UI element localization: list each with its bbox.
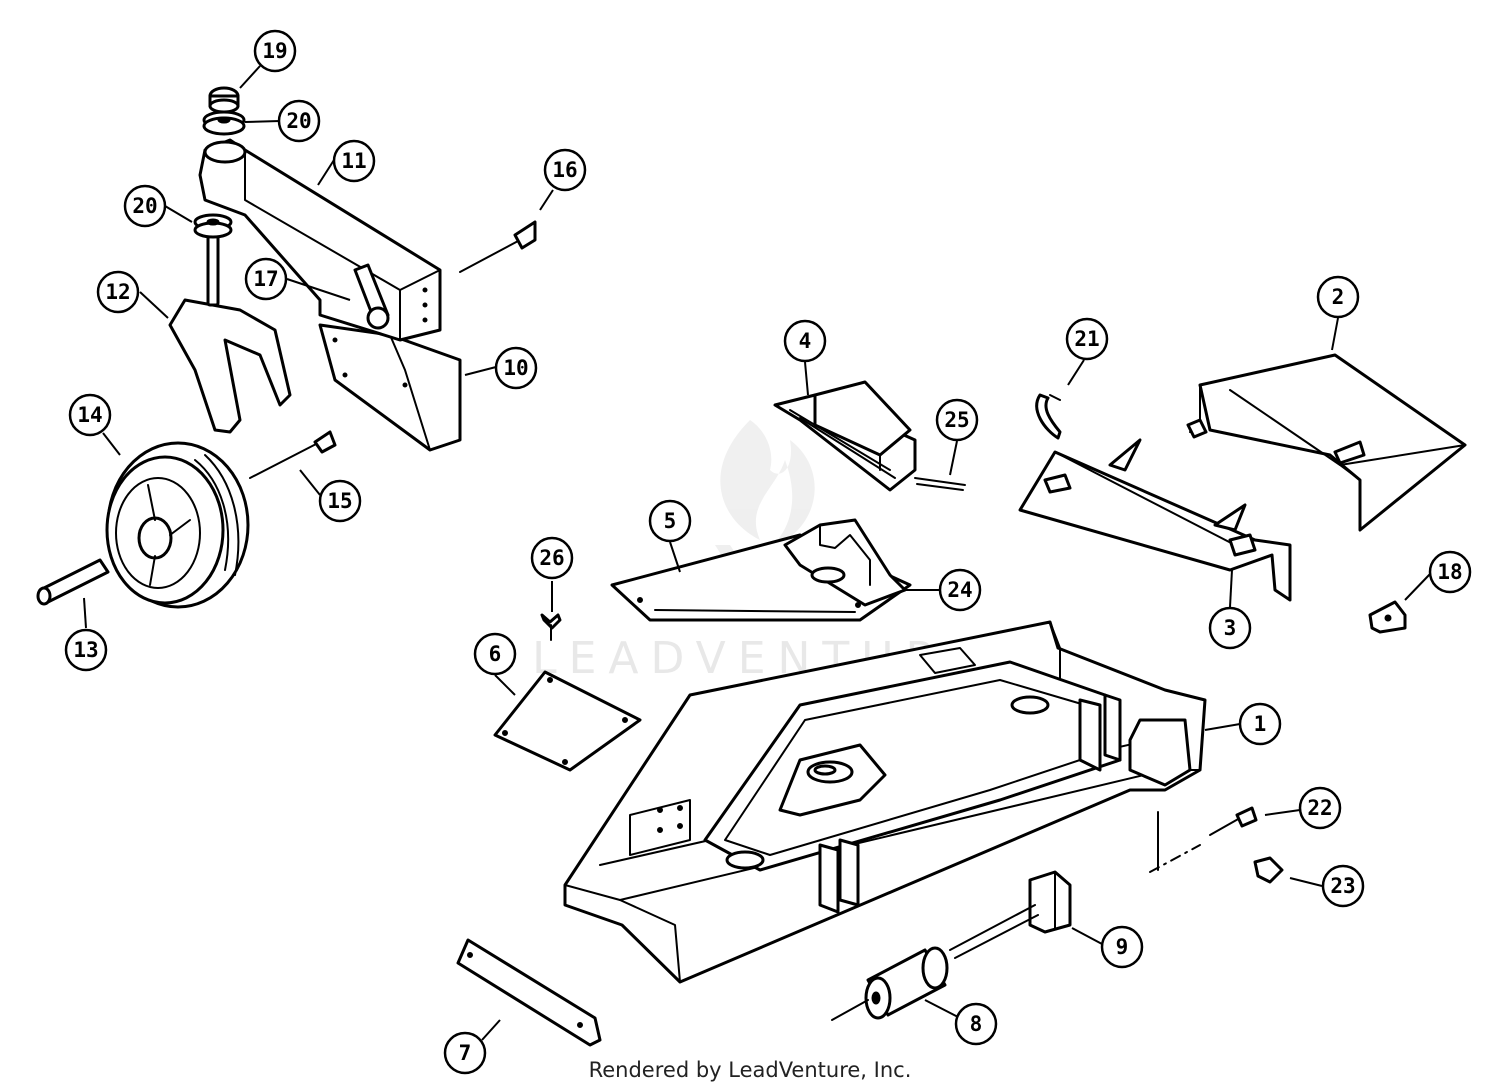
callout-24: 24 [938, 568, 982, 612]
part-11-caster-arm [198, 138, 442, 342]
svg-text:8: 8 [970, 1012, 983, 1036]
part-15-axle-bolt [249, 430, 337, 479]
callout-26: 26 [530, 536, 574, 580]
part-12-caster-yoke [168, 233, 292, 434]
svg-text:17: 17 [253, 267, 278, 291]
callout-5: 5 [648, 499, 692, 543]
svg-text:20: 20 [286, 109, 311, 133]
callout-23: 23 [1321, 864, 1365, 908]
callout-25: 25 [935, 398, 979, 442]
svg-text:11: 11 [341, 149, 366, 173]
part-7-skid-shoe [456, 938, 602, 1047]
callout-1: 1 [1238, 702, 1282, 746]
callout-8: 8 [954, 1002, 998, 1046]
part-26-wing-bolt [540, 613, 562, 641]
part-25-spring-pin [914, 477, 966, 491]
svg-text:2: 2 [1332, 285, 1345, 309]
part-8-roller [831, 946, 949, 1021]
svg-text:19: 19 [262, 39, 287, 63]
svg-text:20: 20 [132, 194, 157, 218]
part-21-lynch-pin [1035, 393, 1062, 440]
svg-text:24: 24 [947, 578, 972, 602]
svg-text:25: 25 [944, 408, 969, 432]
callout-16: 16 [543, 148, 587, 192]
callout-17: 17 [244, 257, 288, 301]
callout-13: 13 [64, 628, 108, 672]
part-13-axle-pin [36, 558, 110, 606]
callout-18: 18 [1428, 550, 1472, 594]
callout-4: 4 [783, 319, 827, 363]
callout-7: 7 [443, 1031, 487, 1075]
credit-line: Rendered by LeadVenture, Inc. [588, 1058, 912, 1082]
svg-text:18: 18 [1437, 560, 1462, 584]
part-24-gearbox-mount [783, 518, 907, 607]
svg-text:26: 26 [539, 546, 564, 570]
callout-2: 2 [1316, 275, 1360, 319]
callout-15: 15 [318, 479, 362, 523]
part-3-mounting-bracket [1018, 438, 1292, 602]
callout-14: 14 [68, 393, 112, 437]
part-23-nut [1253, 856, 1284, 884]
callout-11: 11 [332, 139, 376, 183]
part-20-washer-lower [193, 213, 233, 239]
svg-text:21: 21 [1074, 327, 1099, 351]
svg-text:7: 7 [459, 1041, 472, 1065]
callout-9: 9 [1100, 925, 1144, 969]
svg-text:3: 3 [1224, 616, 1237, 640]
callout-19: 19 [253, 29, 297, 73]
callout-20-upper: 20 [277, 99, 321, 143]
svg-text:1: 1 [1254, 712, 1267, 736]
svg-text:5: 5 [664, 509, 677, 533]
svg-text:10: 10 [503, 356, 528, 380]
callout-10: 10 [494, 346, 538, 390]
callout-leaders [83, 65, 1431, 1041]
svg-text:22: 22 [1307, 796, 1332, 820]
svg-text:15: 15 [327, 489, 352, 513]
svg-text:6: 6 [489, 642, 502, 666]
callout-22: 22 [1298, 786, 1342, 830]
part-22-bolt [1149, 806, 1258, 873]
svg-text:9: 9 [1116, 935, 1129, 959]
callout-21: 21 [1065, 317, 1109, 361]
svg-text:12: 12 [105, 280, 130, 304]
callout-20-lower: 20 [123, 184, 167, 228]
svg-text:23: 23 [1330, 874, 1355, 898]
part-20-washer-upper [202, 110, 246, 136]
svg-text:4: 4 [799, 329, 812, 353]
part-1-deck-frame [563, 620, 1207, 984]
part-6-access-plate [493, 670, 642, 772]
svg-text:16: 16 [552, 158, 577, 182]
callout-3: 3 [1208, 606, 1252, 650]
part-2-rear-shield [1186, 353, 1467, 532]
callout-6: 6 [473, 632, 517, 676]
part-9-hanger-bracket [949, 870, 1072, 959]
part-10-channel-plate [318, 323, 462, 452]
part-16-pin [459, 220, 537, 273]
svg-text:13: 13 [73, 638, 98, 662]
callout-12: 12 [96, 270, 140, 314]
part-14-wheel [105, 441, 250, 609]
part-19-nut [208, 86, 240, 114]
part-17-lock-handle [353, 263, 390, 330]
part-18-clip [1368, 600, 1407, 634]
part-4-mounting-block [773, 380, 917, 492]
svg-text:14: 14 [77, 403, 102, 427]
